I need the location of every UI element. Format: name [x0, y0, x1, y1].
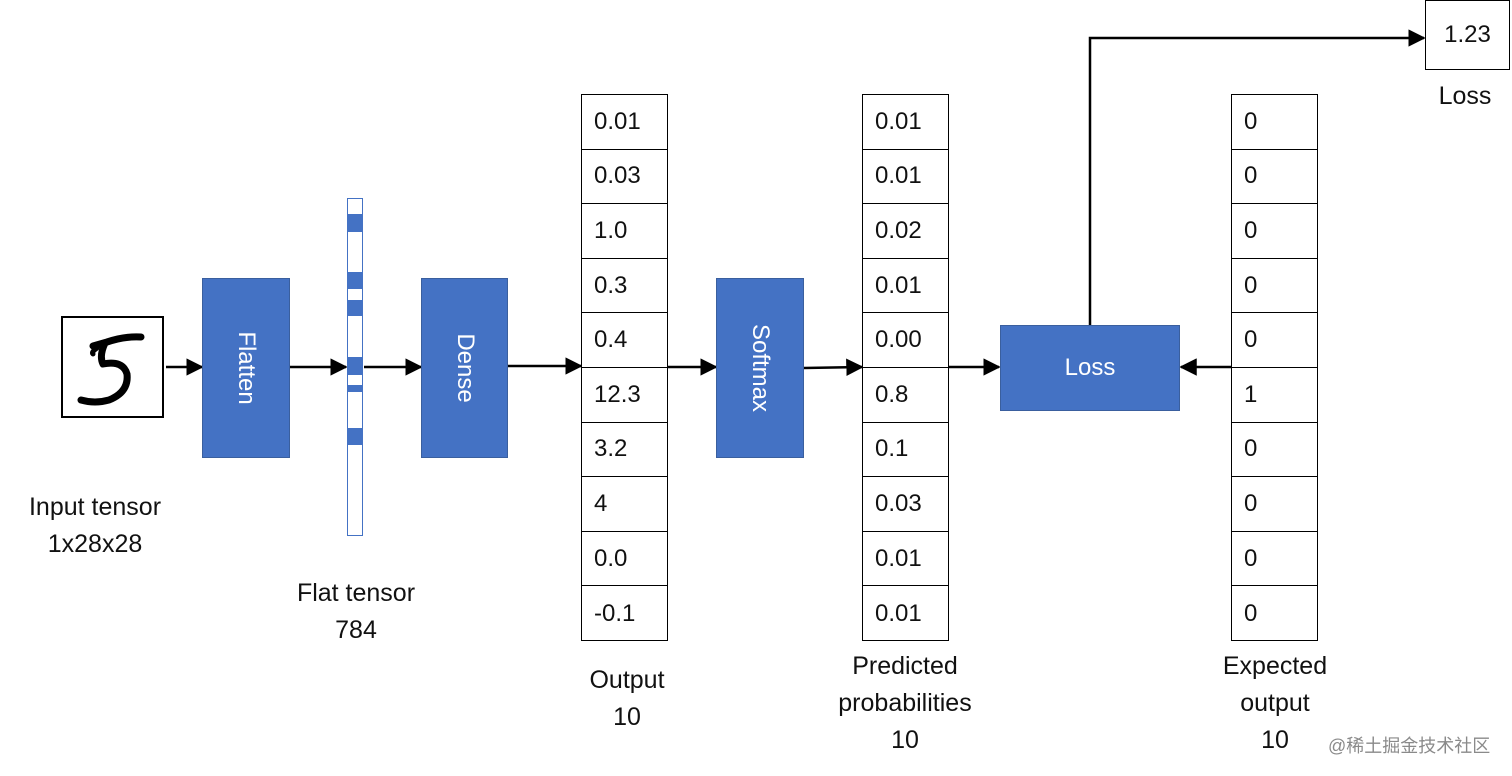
expected-cell: 0: [1232, 204, 1317, 259]
expected-cell: 1: [1232, 368, 1317, 423]
expected-caption: Expected output 10: [1185, 648, 1365, 759]
output-caption: Output 10: [552, 662, 702, 736]
dense-label: Dense: [451, 333, 479, 403]
flat-stripe: [348, 300, 362, 316]
flat-stripe: [348, 357, 362, 375]
expected-cell: 0: [1232, 532, 1317, 587]
output-cell: -0.1: [594, 599, 636, 627]
predicted-caption-line2: probabilities: [838, 689, 972, 717]
watermark: @稀土掘金技术社区: [1328, 736, 1491, 756]
expected-cell: 0: [1232, 95, 1317, 150]
predicted-cell: 0.02: [863, 204, 948, 259]
input-caption: Input tensor 1x28x28: [5, 489, 185, 563]
predicted-cell: 0.00: [863, 313, 948, 368]
flat-caption-line1: Flat tensor: [296, 579, 416, 607]
softmax-label: Softmax: [747, 323, 774, 413]
flatten-block: Flatten: [202, 278, 290, 458]
expected-cell: 0: [1232, 150, 1317, 205]
predicted-cell: 0.01: [863, 532, 948, 587]
output-cell: 0.4: [582, 313, 667, 368]
predicted-cell: 0.01: [863, 259, 948, 314]
predicted-column: 0.01 0.01 0.02 0.01 0.00 0.8 0.1 0.03 0.…: [862, 94, 949, 641]
expected-cell: 0: [1232, 259, 1317, 314]
loss-label: Loss: [1064, 354, 1116, 381]
output-caption-line1: Output: [589, 666, 665, 694]
output-cell: 0.03: [582, 150, 667, 205]
predicted-cell: 0.01: [863, 150, 948, 205]
predicted-cell: 0.8: [863, 368, 948, 423]
flat-stripe: [348, 214, 362, 232]
output-cell: 4: [582, 477, 667, 532]
expected-caption-line1: Expected: [1222, 652, 1328, 680]
predicted-caption-line1: Predicted: [852, 652, 958, 680]
output-cell: 0.01: [582, 95, 667, 150]
loss-value-box: 1.23: [1425, 0, 1510, 70]
predicted-cell: 0.01: [875, 599, 922, 627]
dense-block: Dense: [421, 278, 508, 458]
output-cell: 12.3: [582, 368, 667, 423]
output-caption-line2: 10: [613, 703, 641, 731]
handwritten-five-icon: [77, 333, 145, 406]
output-column: 0.01 0.03 1.0 0.3 0.4 12.3 3.2 4 0.0 -0.…: [581, 94, 668, 641]
flat-caption: Flat tensor 784: [266, 575, 446, 649]
loss-value-caption: Loss: [1438, 82, 1492, 110]
loss-block: Loss: [1000, 325, 1180, 411]
flatten-label: Flatten: [233, 331, 260, 405]
expected-cell: 0: [1232, 423, 1317, 478]
expected-caption-line3: 10: [1261, 726, 1289, 754]
expected-cell: 0: [1244, 599, 1258, 627]
flat-caption-line2: 784: [335, 616, 377, 644]
expected-caption-line2: output: [1240, 689, 1310, 717]
softmax-block: Softmax: [716, 278, 804, 458]
expected-column: 0 0 0 0 0 1 0 0 0 0: [1231, 94, 1318, 641]
input-caption-line1: Input tensor: [28, 493, 162, 521]
expected-cell: 0: [1232, 313, 1317, 368]
predicted-cell: 0.1: [863, 423, 948, 478]
predicted-cell: 0.01: [863, 95, 948, 150]
input-caption-line2: 1x28x28: [47, 530, 143, 558]
output-cell: 0.0: [582, 532, 667, 587]
flat-stripe: [348, 428, 362, 445]
output-cell: 3.2: [582, 423, 667, 478]
input-digit-image: [61, 316, 164, 418]
arrow-softmax-to-predicted: [803, 358, 864, 377]
output-cell: 1.0: [582, 204, 667, 259]
arrow-loss-to-result: [1088, 29, 1426, 325]
predicted-caption-line3: 10: [891, 726, 919, 754]
flat-tensor-bar: [347, 198, 363, 536]
predicted-cell: 0.03: [863, 477, 948, 532]
flat-stripe: [348, 385, 362, 392]
flat-stripe: [348, 272, 362, 289]
predicted-caption: Predicted probabilities 10: [805, 648, 1005, 759]
output-cell: 0.3: [582, 259, 667, 314]
expected-cell: 0: [1232, 477, 1317, 532]
